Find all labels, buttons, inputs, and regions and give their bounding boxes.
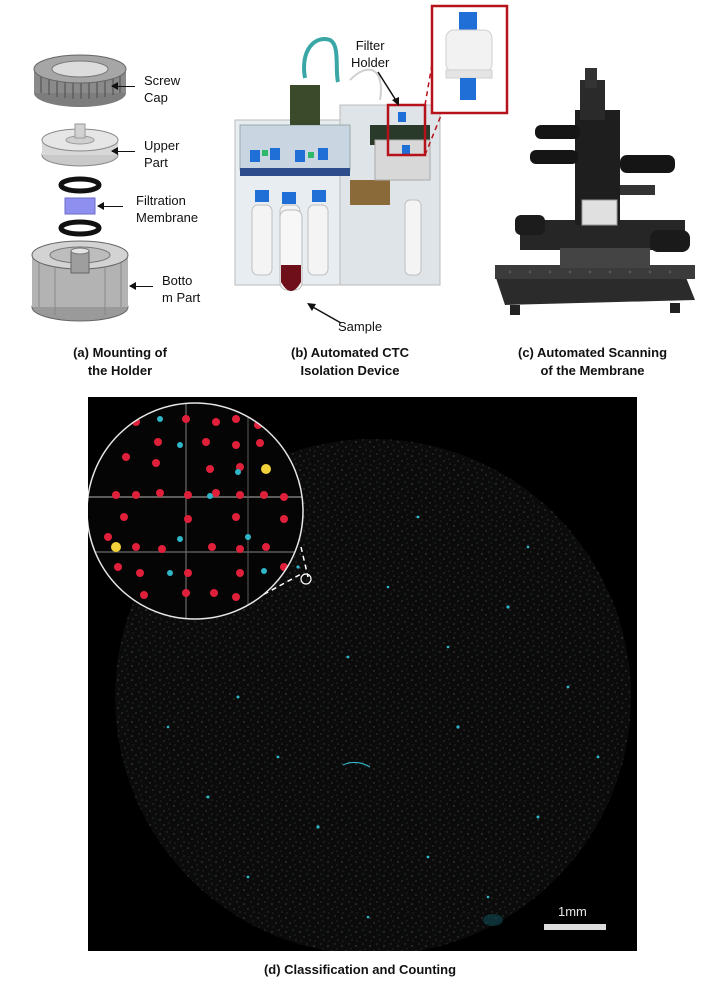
filtration-membrane-square [64, 197, 96, 215]
screw-cap-shape [33, 54, 127, 107]
cyan-cells [166, 515, 600, 919]
holder-exploded-illustration [31, 54, 129, 322]
arrow-membrane [97, 202, 123, 210]
arrow-screw-cap [111, 82, 135, 90]
upper-part-shape [41, 123, 119, 167]
bottom-part-shape [31, 240, 129, 322]
arrow-sample [307, 303, 342, 324]
caption-d: (d) Classification and Counting [263, 962, 457, 977]
o-ring-bottom [58, 219, 102, 237]
ctc-device-photo [234, 4, 509, 291]
arrow-bottom-part [129, 282, 153, 290]
arrow-upper-part [111, 147, 135, 155]
zoom-inset-background [88, 403, 303, 619]
membrane-scan-image [88, 402, 631, 951]
microscope-photo [495, 68, 695, 315]
zoom-inset-cells [88, 403, 303, 619]
panel-d: 1mm [88, 397, 637, 951]
arrow-filter-holder [377, 71, 399, 106]
label-sample: Sample [338, 319, 383, 334]
o-ring-top [58, 176, 102, 194]
scale-bar [544, 924, 606, 930]
scale-bar-label: 1mm [558, 904, 587, 919]
